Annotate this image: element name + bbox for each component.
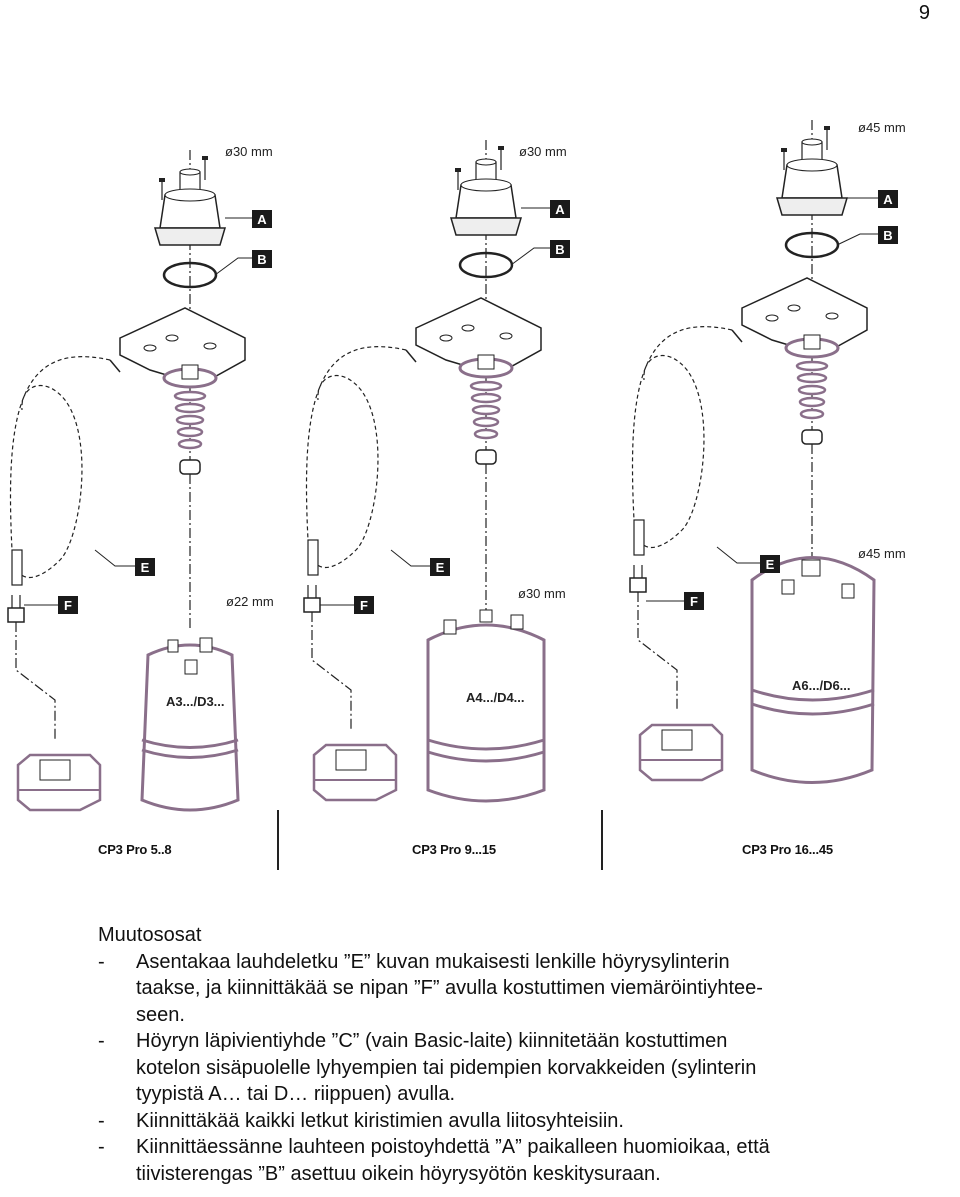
label-a: A: [878, 190, 898, 208]
top-diameter: ø30 mm: [225, 144, 273, 159]
top-diameter: ø45 mm: [858, 120, 906, 135]
cylinder-diameter: ø30 mm: [518, 586, 566, 601]
cylinder-diameter: ø45 mm: [858, 546, 906, 561]
label-f-text: F: [64, 598, 72, 613]
instruction-text: Muutososat - Asentakaa lauhdeletku ”E” k…: [98, 922, 938, 1187]
unit-2-drawing: A B E F ø30 mm ø30 mm A4.../D4...: [302, 138, 570, 803]
model-label: A6.../D6...: [792, 678, 851, 693]
label-b-text: B: [555, 242, 564, 257]
label-b-text: B: [883, 228, 892, 243]
section-heading: Muutososat: [98, 924, 202, 946]
divider-2: [601, 810, 603, 870]
bullet-item: - Höyryn läpivientiyhde ”C” (vain Basic-…: [98, 1028, 938, 1108]
bullet-line: Kiinnittäessänne lauhteen poistoyhdettä …: [136, 1136, 770, 1158]
model-label: A4.../D4...: [466, 690, 525, 705]
top-diameter: ø30 mm: [519, 144, 567, 159]
label-f: F: [684, 592, 704, 610]
bullet-dash: -: [98, 1109, 105, 1132]
label-e-text: E: [141, 560, 150, 575]
bullet-line: taakse, ja kiinnittäkää se nipan ”F” avu…: [136, 977, 763, 999]
label-b-text: B: [257, 252, 266, 267]
bullet-line: tiivisterengas ”B” asettuu oikein höyrys…: [136, 1162, 661, 1185]
bullet-dash: -: [98, 1030, 105, 1052]
label-a: A: [550, 200, 570, 218]
label-f: F: [58, 596, 78, 614]
page-number: 9: [918, 2, 930, 24]
bullet-item: - Kiinnittäessänne lauhteen poistoyhdett…: [98, 1134, 938, 1187]
label-f-text: F: [360, 598, 368, 613]
label-e: E: [135, 558, 155, 576]
label-f: F: [354, 596, 374, 614]
caption-unit-2: CP3 Pro 9...15: [412, 842, 496, 857]
unit-1-drawing: A B E F ø30 mm ø22 mm A3.../D3...: [6, 144, 274, 812]
label-e: E: [760, 555, 780, 573]
label-b: B: [252, 250, 272, 268]
bullet-line: Höyryn läpivientiyhde ”C” (vain Basic-la…: [136, 1030, 728, 1052]
caption-unit-1: CP3 Pro 5..8: [98, 842, 172, 857]
label-e-text: E: [436, 560, 445, 575]
label-e-text: E: [766, 557, 775, 572]
label-a-text: A: [555, 202, 565, 217]
label-a-text: A: [257, 212, 267, 227]
bullet-dash: -: [98, 1136, 105, 1158]
bullet-dash: -: [98, 950, 105, 973]
exploded-assembly-figure: A B E F ø30 mm ø22 mm A3.../D3... A B E …: [0, 110, 960, 890]
bullet-item: - Asentakaa lauhdeletku ”E” kuvan mukais…: [98, 949, 938, 1029]
label-e: E: [430, 558, 450, 576]
label-f-text: F: [690, 594, 698, 609]
bullet-line: Kiinnittäkää kaikki letkut kiristimien a…: [136, 1109, 624, 1132]
model-label: A3.../D3...: [166, 694, 225, 709]
bullet-line: seen.: [136, 1003, 185, 1026]
label-a-text: A: [883, 192, 893, 207]
caption-unit-3: CP3 Pro 16...45: [742, 842, 833, 857]
cylinder-diameter: ø22 mm: [226, 594, 274, 609]
bullet-item: - Kiinnittäkää kaikki letkut kiristimien…: [98, 1108, 938, 1135]
unit-3-drawing: A B E F ø45 mm ø45 mm A6.../D6...: [628, 118, 906, 784]
bullet-line: Asentakaa lauhdeletku ”E” kuvan mukaises…: [136, 950, 730, 973]
label-b: B: [550, 240, 570, 258]
divider-1: [277, 810, 279, 870]
label-a: A: [252, 210, 272, 228]
bullet-line: tyypistä A… tai D… riippuen) avulla.: [136, 1083, 456, 1105]
label-b: B: [878, 226, 898, 244]
assembly-drawing: A B E F ø30 mm ø22 mm A3.../D3... A B E …: [6, 118, 906, 812]
bullet-line: kotelon sisäpuolelle lyhyempien tai pide…: [136, 1056, 757, 1079]
